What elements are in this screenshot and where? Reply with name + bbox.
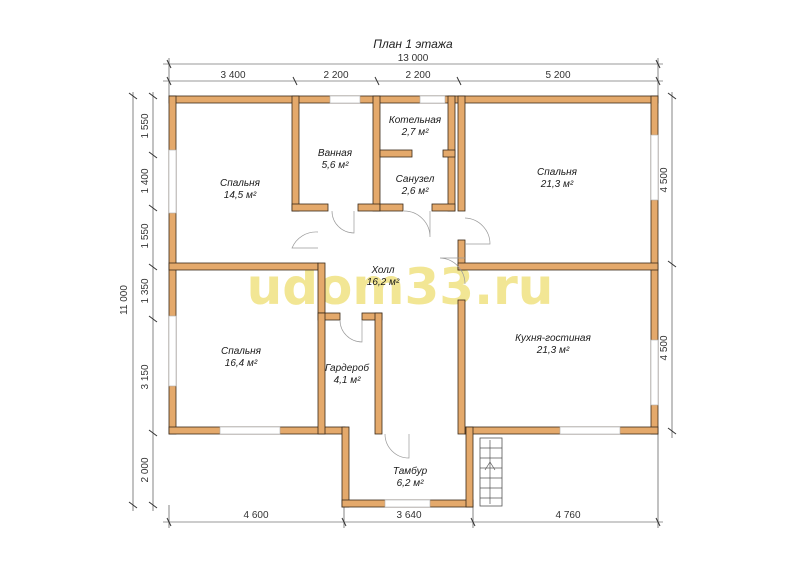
room-area: 6,2 м² xyxy=(397,478,425,489)
window xyxy=(384,499,431,508)
top-dimensions: 13 000 3 400 2 200 2 200 5 200 xyxy=(163,53,663,96)
room-name: Спальня xyxy=(221,346,262,357)
door-swings xyxy=(291,210,491,459)
window xyxy=(219,426,281,435)
room-area: 16,2 м² xyxy=(367,277,400,288)
right-dim-2: 4 500 xyxy=(659,335,670,360)
room-area: 21,3 м² xyxy=(536,345,570,356)
top-dim-4: 5 200 xyxy=(545,70,570,81)
left-dim-5: 3 150 xyxy=(140,364,151,389)
room-name: Ванная xyxy=(318,148,353,159)
plan-title: План 1 этажа xyxy=(373,37,453,51)
room-name: Гардероб xyxy=(325,362,369,374)
room-labels: Спальня 14,5 м² Ванная 5,6 м² Котельная … xyxy=(220,115,591,489)
top-dim-2: 2 200 xyxy=(323,70,348,81)
room-name: Холл xyxy=(370,265,394,276)
top-dim-3: 2 200 xyxy=(405,70,430,81)
right-dimensions: 4 500 4 500 xyxy=(659,92,677,438)
room-area: 2,6 м² xyxy=(401,186,430,197)
room-name: Кухня-гостиная xyxy=(515,333,591,344)
window xyxy=(419,95,446,104)
left-dim-3: 1 550 xyxy=(140,223,151,248)
bottom-dim-2: 3 640 xyxy=(396,510,421,521)
left-dim-4: 1 350 xyxy=(140,278,151,303)
room-area: 2,7 м² xyxy=(401,127,430,138)
right-dim-1: 4 500 xyxy=(659,167,670,192)
top-dim-1: 3 400 xyxy=(220,70,245,81)
room-area: 4,1 м² xyxy=(334,375,362,386)
room-area: 21,3 м² xyxy=(540,179,574,190)
porch-stairs xyxy=(479,437,503,507)
room-area: 14,5 м² xyxy=(224,190,257,201)
room-name: Спальня xyxy=(220,178,261,189)
left-dim-2: 1 400 xyxy=(140,168,151,193)
left-total-dim: 11 000 xyxy=(119,285,130,315)
room-area: 5,6 м² xyxy=(322,160,350,171)
window xyxy=(168,149,177,214)
window xyxy=(650,134,659,201)
room-name: Котельная xyxy=(389,115,442,126)
bottom-dim-3: 4 760 xyxy=(555,510,580,521)
bottom-dim-1: 4 600 xyxy=(243,510,268,521)
room-name: Тамбур xyxy=(393,465,428,477)
top-total-dim: 13 000 xyxy=(398,53,429,64)
left-dim-6: 2 000 xyxy=(140,457,151,482)
left-dimensions: 11 000 1 550 1 400 1 550 1 350 3 150 2 0… xyxy=(119,92,158,511)
window xyxy=(168,315,177,387)
window xyxy=(559,426,621,435)
bottom-dimensions: 4 600 3 640 4 760 xyxy=(163,430,663,528)
windows xyxy=(168,95,659,508)
room-name: Санузел xyxy=(396,174,435,185)
window xyxy=(650,339,659,406)
left-dim-1: 1 550 xyxy=(140,113,151,138)
room-area: 16,4 м² xyxy=(225,358,258,369)
room-name: Спальня xyxy=(537,167,578,178)
window xyxy=(329,95,361,104)
